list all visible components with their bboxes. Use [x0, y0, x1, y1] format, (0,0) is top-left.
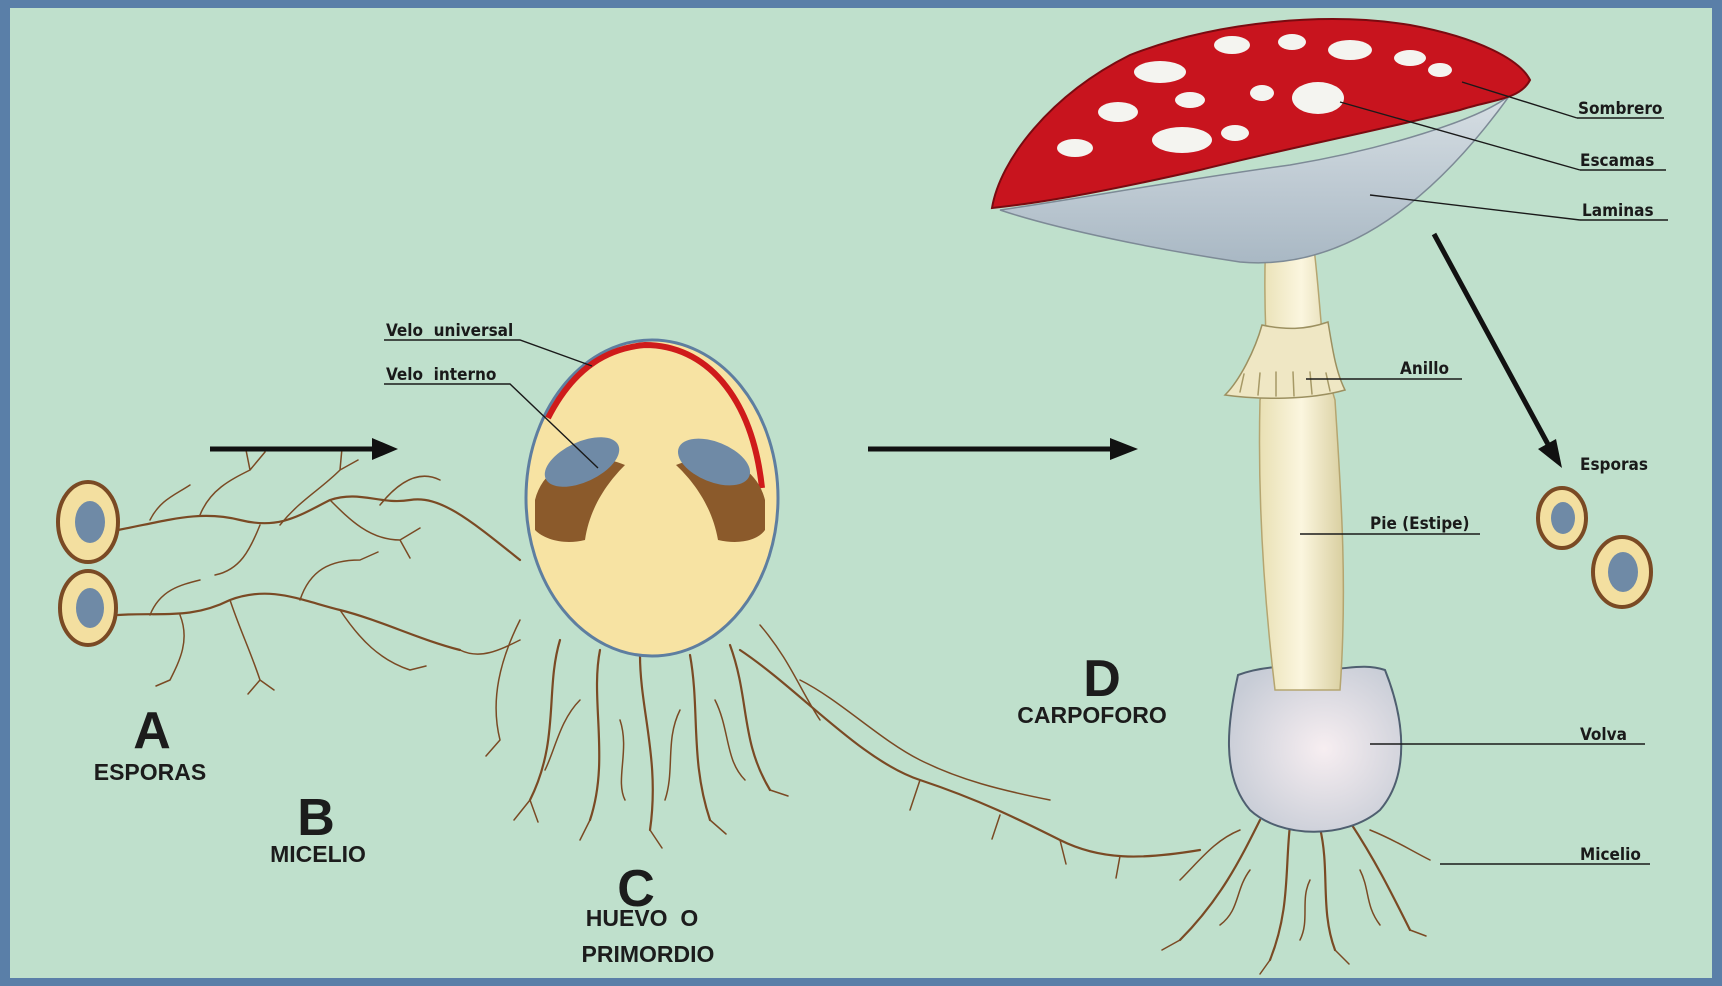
- label-esporas: Esporas: [1580, 455, 1648, 475]
- label-velo-universal: Velo universal: [386, 321, 513, 341]
- label-velo-interno: Velo interno: [386, 365, 496, 385]
- stage-c-name-line1: HUEVO O: [586, 905, 698, 931]
- stage-b-letter: B: [297, 789, 335, 847]
- label-volva: Volva: [1580, 725, 1627, 745]
- spore-nucleus: [1551, 502, 1575, 534]
- label-pie: Pie (Estipe): [1370, 514, 1470, 534]
- spore-nucleus: [76, 588, 104, 628]
- stage-a-name: ESPORAS: [94, 759, 206, 785]
- stage-a-letter: A: [133, 702, 171, 760]
- stage-d-letter: D: [1083, 650, 1121, 708]
- label-laminas: Laminas: [1582, 201, 1654, 221]
- label-sombrero: Sombrero: [1578, 99, 1662, 119]
- stage-d-name: CARPOFORO: [1017, 702, 1167, 728]
- label-anillo: Anillo: [1400, 359, 1449, 379]
- label-micelio: Micelio: [1580, 845, 1641, 865]
- spore-nucleus: [75, 501, 105, 543]
- label-escamas: Escamas: [1580, 151, 1654, 171]
- stage-c-name-line2: PRIMORDIO: [582, 941, 715, 967]
- spore-nucleus: [1608, 552, 1638, 592]
- volva-shape: [1229, 666, 1401, 832]
- stage-b-name: MICELIO: [270, 841, 366, 867]
